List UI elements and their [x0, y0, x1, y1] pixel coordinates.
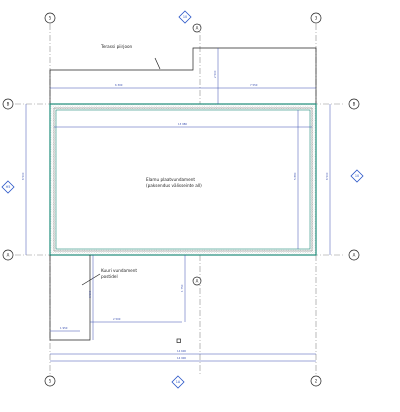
shed-post — [176, 338, 181, 343]
terrace-label: Terassi piirjoon — [100, 44, 133, 49]
slab-label-line1: Elamu plaatvundament — [146, 177, 195, 182]
svg-text:10: 10 — [355, 174, 359, 178]
grid-bubble-left-lower: A — [2, 249, 14, 261]
dim-right-outer-v: 6 500 — [325, 172, 329, 180]
slab-label-line2: (paksendus välisseinte all) — [146, 183, 202, 188]
dim-overall-inner: 13 980 — [178, 122, 187, 126]
grid-bubble-bottom-right: 2 — [310, 375, 322, 387]
terrace-outline — [49, 47, 317, 104]
small-markers: A A — [192, 23, 202, 286]
shed-foundation — [49, 255, 181, 343]
dim-shed-v: 3 500 — [88, 290, 92, 298]
dim-right-inner-v: 5 880 — [293, 172, 297, 180]
slab-inner-line — [53, 107, 313, 252]
svg-text:A: A — [7, 253, 10, 258]
svg-text:A: A — [196, 26, 199, 31]
dim-top-right-v: 2 500 — [213, 70, 217, 78]
annotations: Terassi piirjoon Elamu plaatvundament (p… — [100, 44, 202, 279]
dim-overall-1: 14 600 — [177, 349, 186, 353]
svg-text:3: 3 — [315, 16, 318, 21]
section-marker-left: H5 — [1, 180, 15, 194]
grid-bubble-top-right: 3 — [310, 12, 322, 24]
main-slab — [49, 103, 317, 256]
terrace-leader — [154, 57, 161, 70]
grid-bubble-right-lower: A — [348, 249, 360, 261]
section-marker-bottom: 1A — [171, 375, 185, 389]
shed-label-line2: postidel — [101, 274, 118, 279]
svg-text:1A: 1A — [176, 380, 181, 384]
section-marker-right: 10 — [350, 169, 364, 183]
dim-left-height: 6 500 — [21, 172, 25, 180]
slab-inner-area — [55, 109, 311, 250]
dim-overall-2: 14 900 — [177, 356, 186, 360]
svg-text:A: A — [196, 279, 199, 284]
section-markers: 10 1A H5 10 — [1, 10, 364, 389]
svg-text:5: 5 — [49, 16, 52, 21]
section-marker-top: 10 — [178, 10, 192, 24]
shed-label-line1: Kuuri vundament — [101, 268, 137, 273]
svg-text:A: A — [353, 253, 356, 258]
svg-text:5: 5 — [49, 379, 52, 384]
shed-leader — [81, 273, 101, 286]
grid-bubble-top-left: 5 — [44, 12, 56, 24]
small-marker-bottom: A — [192, 276, 202, 286]
dim-terrace-left: 6 300 — [115, 83, 123, 87]
grid-bubbles: 5 3 5 2 B A B A — [2, 12, 360, 387]
terrace-boundary — [49, 47, 317, 104]
svg-text:B: B — [7, 102, 10, 107]
svg-text:2: 2 — [315, 379, 318, 384]
grid-bubble-right-upper: B — [348, 98, 360, 110]
small-marker-top: A — [192, 23, 202, 33]
dim-mid-v: 1 750 — [180, 284, 184, 292]
grid-bubble-bottom-left: 5 — [44, 375, 56, 387]
dim-shed-width: 1 950 — [60, 326, 68, 330]
shed-outline — [49, 255, 91, 341]
dimension-lines: 6 300 7 550 13 980 1 950 2 500 14 600 14… — [21, 48, 331, 362]
grid-bubble-left-upper: B — [2, 98, 14, 110]
dim-shed-inner: 2 500 — [113, 317, 121, 321]
svg-text:H5: H5 — [6, 185, 11, 189]
dim-terrace-right: 7 550 — [250, 83, 258, 87]
svg-text:B: B — [353, 102, 356, 107]
svg-text:10: 10 — [183, 15, 187, 19]
